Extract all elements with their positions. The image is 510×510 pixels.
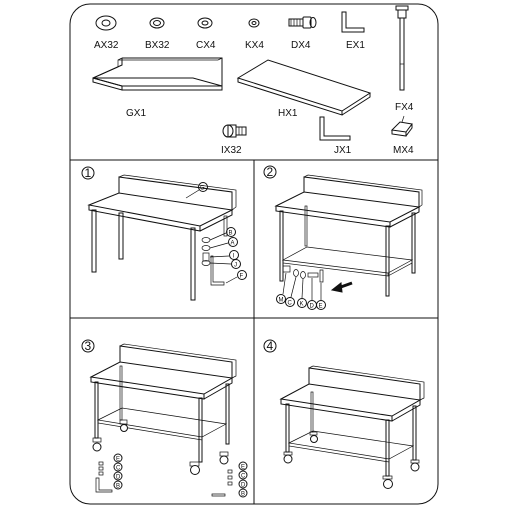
s1-callout-f: F (240, 274, 244, 280)
hex-key-ex-icon (341, 11, 365, 33)
caster-icon (309, 431, 318, 443)
parts-list: AX32 BX32 CX4 KX4 DX4 (92, 5, 414, 156)
caster-icon (92, 437, 102, 452)
s1-callout-b: B (229, 231, 233, 237)
caster-icon (119, 419, 128, 432)
s1-callout-j: J (234, 263, 237, 269)
part-label-jx: JX1 (334, 145, 352, 156)
part-label-fx: FX4 (395, 102, 414, 113)
bolt-dx-icon (288, 16, 317, 29)
s2-callout-k: K (300, 302, 304, 308)
washer-bx-icon (149, 17, 165, 29)
step-3-badge (81, 339, 95, 353)
hex-key-jx-icon (319, 116, 351, 141)
step-1-badge (81, 166, 95, 180)
s3-callout-e-right: E (241, 465, 245, 471)
bolt-ix-icon (222, 124, 247, 138)
step-4-badge (263, 339, 277, 353)
caster-icon (219, 451, 229, 465)
s3-callout-d-left: D (116, 475, 121, 481)
washer-cx-icon (197, 17, 213, 29)
s3-callout-b-right: B (241, 492, 245, 498)
s2-callout-d: D (310, 304, 315, 310)
part-label-kx: KX4 (245, 40, 264, 51)
s3-callout-c-left: C (116, 466, 121, 472)
washer-kx-icon (248, 18, 260, 28)
step-1-number: 1 (85, 166, 92, 180)
part-label-dx: DX4 (291, 40, 311, 51)
part-label-bx: BX32 (145, 40, 170, 51)
part-label-ax: AX32 (94, 40, 119, 51)
s2-callout-e: E (319, 304, 323, 310)
part-label-hx: HX1 (278, 108, 298, 119)
step-3-number: 3 (85, 339, 92, 353)
part-label-cx: CX4 (196, 40, 216, 51)
step-2-badge (263, 165, 277, 179)
bracket-mx-icon (390, 115, 413, 137)
part-label-ix: IX32 (221, 145, 242, 156)
s2-callout-c: C (288, 301, 293, 307)
caster-icon (189, 461, 200, 475)
step-4-number: 4 (267, 339, 274, 353)
s2-callout-m: M (279, 298, 284, 304)
s3-callout-c-right: C (241, 474, 246, 480)
caster-icon (283, 451, 293, 464)
step-2-number: 2 (267, 165, 274, 179)
part-label-ex: EX1 (346, 40, 365, 51)
caster-icon (410, 459, 420, 472)
s3-callout-d-right: D (241, 483, 246, 489)
caster-icon (382, 475, 393, 489)
step-1-panel: 1 G B A I J F (81, 166, 247, 301)
step-4-panel: 4 (263, 339, 425, 489)
s1-callout-a: A (231, 241, 235, 247)
s3-callout-b-left: B (116, 484, 120, 490)
s1-callout-i: I (233, 254, 235, 260)
part-label-gx: GX1 (126, 108, 146, 119)
step-3-panel: 3 (81, 339, 248, 498)
tabletop-gx-icon (92, 57, 223, 91)
step-2-panel: 2 M C K D E (263, 165, 423, 310)
shelf-hx-icon (236, 59, 372, 116)
washer-ax-icon (95, 15, 117, 31)
part-label-mx: MX4 (393, 145, 414, 156)
leg-rod-fx-icon (395, 5, 409, 91)
s1-callout-g: G (200, 186, 205, 192)
s3-callout-e-left: E (116, 457, 120, 463)
